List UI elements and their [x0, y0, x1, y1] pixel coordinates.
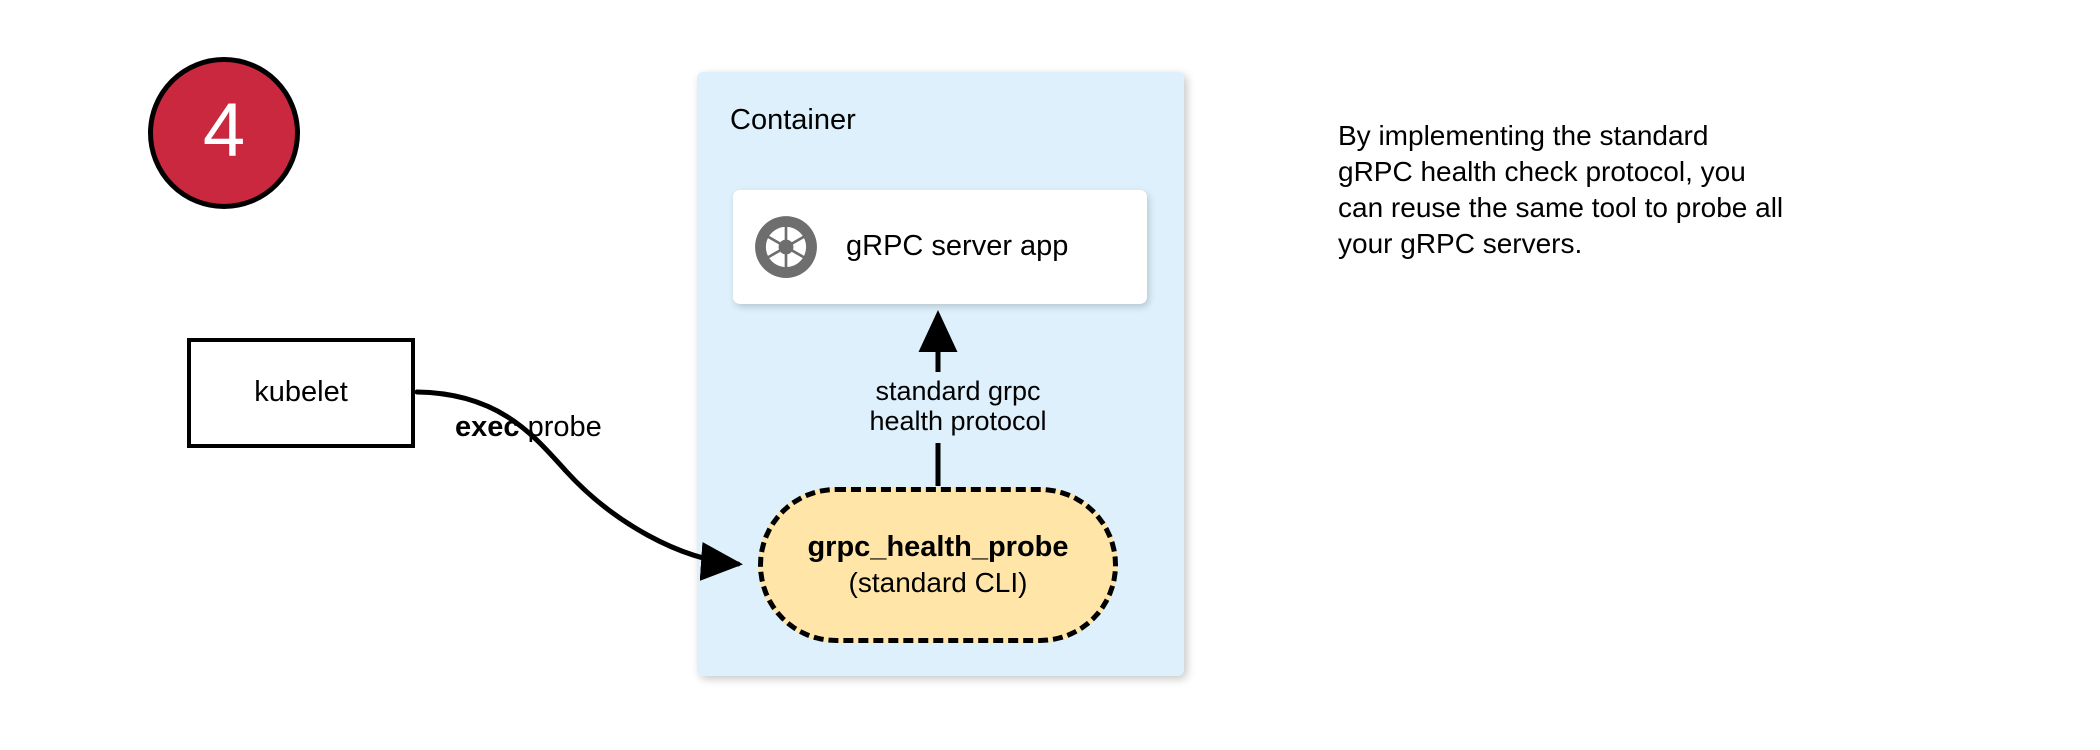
side-note-line1: By implementing the standard: [1338, 120, 1709, 151]
grpc-aperture-icon: [755, 216, 817, 278]
side-note: By implementing the standard gRPC health…: [1338, 118, 1908, 262]
health-protocol-label: standard grpc health protocol: [843, 376, 1073, 436]
exec-probe-label-bold: exec: [455, 411, 520, 443]
side-note-line4: your gRPC servers.: [1338, 228, 1583, 260]
side-note-line3: can reuse the same tool to probe all: [1338, 192, 1784, 224]
side-note-line2: gRPC health check protocol, you: [1338, 156, 1746, 188]
health-protocol-label-line2: health protocol: [869, 406, 1047, 437]
kubelet-box: kubelet: [187, 338, 415, 448]
grpc-health-probe-subtitle: (standard CLI): [848, 566, 1028, 598]
step-number-text: 4: [202, 88, 246, 173]
grpc-health-probe-box: grpc_health_probe (standard CLI): [758, 487, 1118, 643]
health-protocol-label-line1: standard grpc: [875, 376, 1041, 406]
exec-probe-label-rest: probe: [519, 411, 602, 443]
grpc-server-app-label: gRPC server app: [846, 230, 1069, 263]
grpc-server-app-card: gRPC server app: [733, 190, 1147, 304]
step-number-badge: 4: [148, 57, 300, 209]
container-title: Container: [730, 104, 856, 136]
exec-probe-label: exec probe: [455, 411, 602, 444]
kubelet-label: kubelet: [254, 376, 348, 409]
grpc-health-probe-title: grpc_health_probe: [807, 530, 1069, 563]
